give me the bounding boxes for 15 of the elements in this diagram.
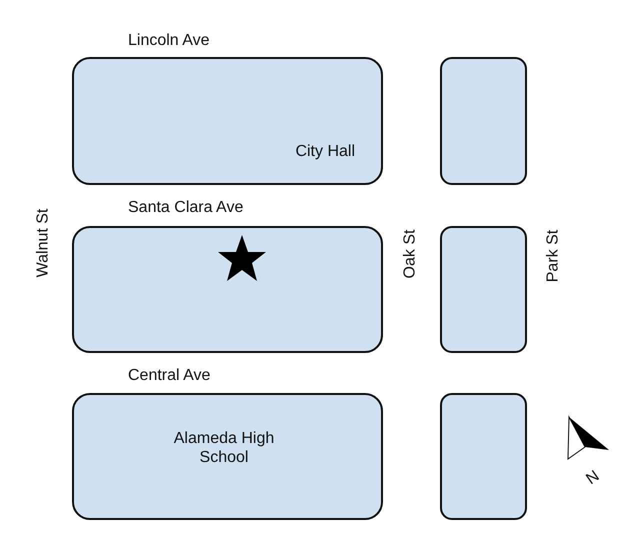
city-block [72,57,383,185]
compass-letter: N [582,466,604,490]
place-label: Alameda High School [172,429,276,468]
street-name: Lincoln Ave [128,31,210,50]
city-block [72,226,383,353]
city-block [72,393,383,520]
place-label: City Hall [295,142,355,161]
street-name: Park St [543,230,562,282]
street-name: Oak St [400,230,420,278]
street-name: Santa Clara Ave [128,198,244,218]
city-block [440,57,527,185]
street-name: Walnut St [33,208,52,278]
city-block [440,393,527,520]
street-name: Central Ave [128,366,210,386]
city-block [440,226,527,353]
